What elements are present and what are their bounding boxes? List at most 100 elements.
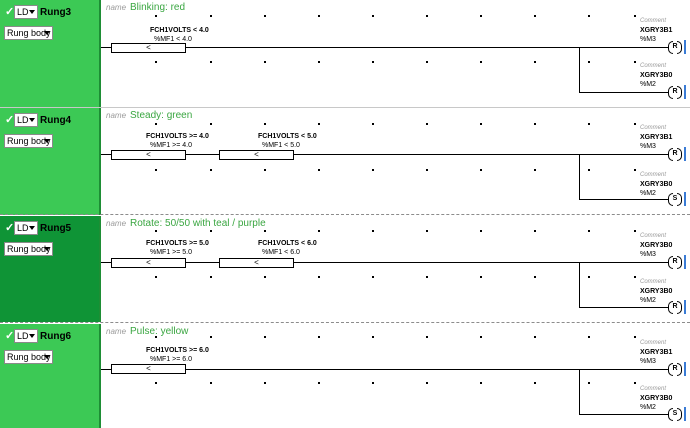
compare-contact[interactable]: <: [219, 150, 294, 160]
reset-coil[interactable]: R: [668, 256, 682, 269]
rung-body-select[interactable]: Rung body: [4, 26, 53, 40]
branch-wire: [579, 414, 668, 415]
rung-name: Rung4: [40, 115, 72, 126]
grid-dot: [426, 382, 428, 384]
grid-dot: [155, 169, 157, 171]
coil-address: %M3: [640, 251, 656, 258]
grid-dot: [480, 123, 482, 125]
compare-contact[interactable]: <: [111, 150, 186, 160]
grid-dot: [426, 15, 428, 17]
rung-wire: [101, 47, 668, 48]
language-select[interactable]: LD: [14, 329, 38, 343]
checkmark-icon[interactable]: ✓: [5, 6, 15, 18]
grid-dot: [264, 276, 266, 278]
language-select[interactable]: LD: [14, 221, 38, 235]
name-label[interactable]: name: [106, 3, 127, 12]
grid-dot: [426, 276, 428, 278]
grid-dot: [534, 336, 536, 338]
rung-comment[interactable]: Steady: green: [130, 110, 193, 121]
reset-coil[interactable]: R: [668, 41, 682, 54]
grid-dot: [480, 336, 482, 338]
language-select[interactable]: LD: [14, 5, 38, 19]
contact-operator: <: [146, 364, 151, 373]
name-label[interactable]: name: [106, 327, 127, 336]
grid-dot: [318, 230, 320, 232]
rung-3[interactable]: ✓ LD Rung3 Rung body name Blinking: red …: [0, 0, 690, 108]
language-select[interactable]: LD: [14, 113, 38, 127]
grid-dot: [534, 61, 536, 63]
grid-dot: [426, 169, 428, 171]
rung-header[interactable]: ✓ LD Rung6 Rung body: [0, 324, 101, 428]
rung-header[interactable]: ✓ LD Rung4 Rung body: [0, 108, 101, 215]
rung-header[interactable]: ✓ LD Rung5 Rung body: [0, 216, 101, 322]
grid-dot: [318, 15, 320, 17]
contact-address: %MF1 >= 5.0: [150, 249, 193, 256]
rung-4[interactable]: ✓ LD Rung4 Rung body name Steady: green …: [0, 108, 690, 215]
grid-dot: [264, 61, 266, 63]
coil-address: %M2: [640, 404, 656, 411]
compare-contact[interactable]: <: [111, 364, 186, 374]
branch-wire: [579, 47, 580, 92]
grid-dot: [318, 382, 320, 384]
reset-coil[interactable]: R: [668, 363, 682, 376]
rung-body-select[interactable]: Rung body: [4, 134, 53, 148]
checkmark-icon[interactable]: ✓: [5, 114, 15, 126]
coil-address: %M2: [640, 297, 656, 304]
rung-body-select[interactable]: Rung body: [4, 242, 53, 256]
checkmark-icon[interactable]: ✓: [5, 330, 15, 342]
coil-variable: XGRY3B1: [640, 134, 673, 141]
contact-variable: FCH1VOLTS >= 4.0: [146, 133, 209, 140]
compare-contact[interactable]: <: [111, 43, 186, 53]
grid-dot: [318, 61, 320, 63]
checkmark-icon[interactable]: ✓: [5, 222, 15, 234]
branch-wire: [579, 199, 668, 200]
grid-dot: [210, 382, 212, 384]
grid-dot: [634, 276, 636, 278]
contact-address: %MF1 < 6.0: [262, 249, 300, 256]
grid-dot: [588, 336, 590, 338]
coil-variable: XGRY3B0: [640, 395, 673, 402]
coil-type: R: [672, 303, 678, 310]
contact-operator: <: [146, 258, 151, 267]
chevron-down-icon: [44, 139, 50, 143]
branch-wire: [579, 154, 580, 199]
name-label[interactable]: name: [106, 219, 127, 228]
rung-comment[interactable]: Rotate: 50/50 with teal / purple: [130, 218, 266, 229]
coil-address: %M2: [640, 81, 656, 88]
grid-dot: [480, 15, 482, 17]
coil-type: S: [672, 410, 678, 417]
grid-dot: [480, 382, 482, 384]
grid-dot: [155, 276, 157, 278]
grid-dot: [426, 230, 428, 232]
name-label[interactable]: name: [106, 111, 127, 120]
right-power-rail: [684, 362, 686, 376]
set-coil[interactable]: S: [668, 193, 682, 206]
set-coil[interactable]: S: [668, 408, 682, 421]
grid-dot: [210, 61, 212, 63]
coil-type: R: [672, 365, 678, 372]
rung-6[interactable]: ✓ LD Rung6 Rung body name Pulse: yellow …: [0, 324, 690, 428]
chevron-down-icon: [44, 355, 50, 359]
rung-header[interactable]: ✓ LD Rung3 Rung body: [0, 0, 101, 108]
coil-comment-label: Comment: [640, 63, 667, 69]
contact-variable: FCH1VOLTS < 6.0: [258, 240, 317, 247]
compare-contact[interactable]: <: [111, 258, 186, 268]
rung-comment[interactable]: Pulse: yellow: [130, 326, 189, 337]
chevron-down-icon: [44, 247, 50, 251]
rung-body-select-value: Rung body: [7, 136, 51, 146]
grid-dot: [372, 61, 374, 63]
coil-type: R: [672, 88, 678, 95]
branch-wire: [579, 369, 580, 414]
compare-contact[interactable]: <: [219, 258, 294, 268]
reset-coil[interactable]: R: [668, 301, 682, 314]
rung-comment[interactable]: Blinking: red: [130, 2, 186, 13]
rung-body-select[interactable]: Rung body: [4, 350, 53, 364]
reset-coil[interactable]: R: [668, 148, 682, 161]
coil-type: S: [672, 195, 678, 202]
grid-dot: [634, 61, 636, 63]
rung-5[interactable]: ✓ LD Rung5 Rung body name Rotate: 50/50 …: [0, 216, 690, 322]
reset-coil[interactable]: R: [668, 86, 682, 99]
contact-address: %MF1 < 5.0: [262, 142, 300, 149]
contact-address: %MF1 >= 4.0: [150, 142, 193, 149]
grid-dot: [634, 382, 636, 384]
